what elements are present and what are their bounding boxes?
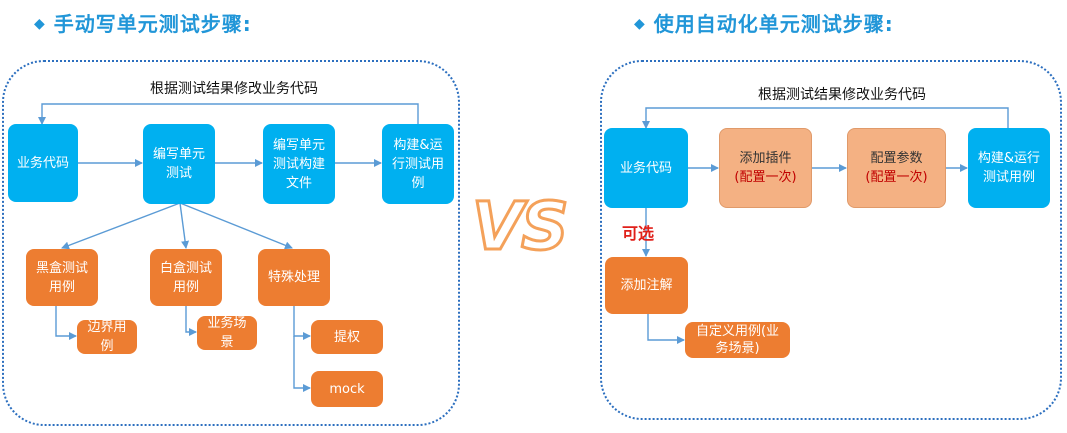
auto-business-code-node: 业务代码 [604,128,688,208]
build-run-node: 构建&运行测试用例 [382,124,454,204]
optional-label: 可选 [622,224,655,243]
business-scene-node: 业务场景 [197,316,257,350]
add-plugin-sublabel: (配置一次) [734,170,797,185]
diamond-bullet-icon: ◆ [34,16,46,32]
boundary-case-node: 边界用例 [77,320,137,354]
right-panel [600,60,1062,420]
diamond-bullet-icon: ◆ [634,16,646,32]
add-plugin-label: 添加插件 [739,151,792,166]
add-annotation-node: 添加注解 [605,257,688,314]
write-build-file-node: 编写单元测试构建文件 [263,124,335,204]
right-loop-label: 根据测试结果修改业务代码 [758,87,926,103]
black-box-node: 黑盒测试用例 [26,249,98,306]
config-params-label: 配置参数 [870,151,923,166]
auto-build-run-node: 构建&运行测试用例 [968,128,1050,208]
add-plugin-node: 添加插件 (配置一次) [719,128,812,208]
privilege-node: 提权 [311,320,383,354]
white-box-node: 白盒测试用例 [150,249,222,306]
right-section-title: ◆使用自动化单元测试步骤: [634,12,894,36]
left-panel [2,60,460,426]
business-code-node: 业务代码 [8,124,78,202]
left-section-title: ◆手动写单元测试步骤: [34,12,252,36]
custom-case-node: 自定义用例(业务场景) [685,322,790,358]
write-test-node: 编写单元测试 [143,124,215,204]
special-handling-node: 特殊处理 [258,249,330,306]
mock-node: mock [311,371,383,407]
config-params-sublabel: (配置一次) [865,170,928,185]
left-loop-label: 根据测试结果修改业务代码 [150,81,318,97]
config-params-node: 配置参数 (配置一次) [847,128,946,208]
vs-label: VS [471,187,571,267]
